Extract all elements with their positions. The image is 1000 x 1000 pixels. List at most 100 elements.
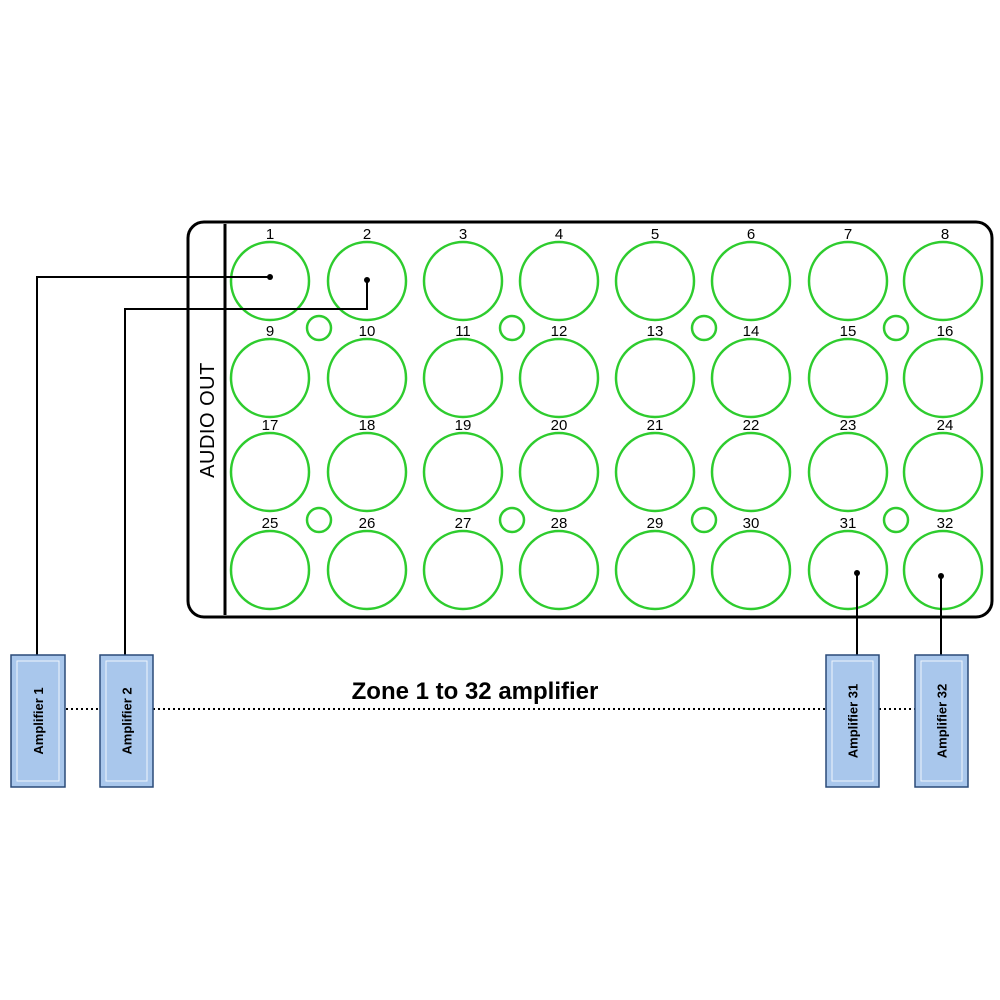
amplifier-label: Amplifier 32 xyxy=(935,684,950,758)
amplifier-31: Amplifier 31 xyxy=(825,654,880,788)
port-jack xyxy=(422,337,504,419)
port-12: 12 xyxy=(518,323,600,419)
port-number: 8 xyxy=(941,226,949,243)
port-jack xyxy=(614,337,696,419)
port-21: 21 xyxy=(614,417,696,513)
port-16: 16 xyxy=(902,323,984,419)
port-number: 5 xyxy=(651,226,659,243)
amplifier-body xyxy=(825,654,880,788)
port-14: 14 xyxy=(710,323,792,419)
port-jack xyxy=(326,431,408,513)
port-23: 23 xyxy=(807,417,889,513)
port-jack xyxy=(614,529,696,611)
port-13: 13 xyxy=(614,323,696,419)
port-jack xyxy=(902,529,984,611)
amplifiers: Amplifier 1 Amplifier 2 Amplifier 31 Amplif… xyxy=(10,654,969,788)
port-19: 19 xyxy=(422,417,504,513)
caption: Zone 1 to 32 amplifier xyxy=(352,678,599,705)
port-number: 2 xyxy=(363,226,371,243)
port-number: 15 xyxy=(840,323,857,340)
amplifier-body xyxy=(914,654,969,788)
port-number: 31 xyxy=(840,515,857,532)
mounting-hole xyxy=(498,314,526,342)
port-number: 25 xyxy=(262,515,279,532)
port-jack xyxy=(807,529,889,611)
port-24: 24 xyxy=(902,417,984,513)
port-number: 17 xyxy=(262,417,279,434)
wire-2 xyxy=(124,280,368,655)
port-jack xyxy=(422,240,504,322)
port-jack xyxy=(229,240,311,322)
wiring xyxy=(36,274,944,655)
port-jack xyxy=(710,337,792,419)
port-number: 10 xyxy=(359,323,376,340)
mounting-holes xyxy=(305,314,910,534)
port-number: 12 xyxy=(551,323,568,340)
amplifier-2: Amplifier 2 xyxy=(99,654,154,788)
port-number: 19 xyxy=(455,417,472,434)
port-number: 20 xyxy=(551,417,568,434)
port-6: 6 xyxy=(710,226,792,322)
port-jack xyxy=(518,431,600,513)
port-number: 21 xyxy=(647,417,664,434)
mounting-hole xyxy=(690,314,718,342)
port-jack xyxy=(422,529,504,611)
amplifier-bevel xyxy=(831,660,874,782)
port-number: 3 xyxy=(459,226,467,243)
port-number: 32 xyxy=(937,515,954,532)
wire-1 xyxy=(36,276,270,655)
port-jack xyxy=(229,431,311,513)
port-number: 24 xyxy=(937,417,954,434)
amplifier-1: Amplifier 1 xyxy=(10,654,66,788)
port-number: 11 xyxy=(455,323,471,340)
amplifier-bevel xyxy=(105,660,148,782)
port-number: 18 xyxy=(359,417,376,434)
port-7: 7 xyxy=(807,226,889,322)
port-number: 6 xyxy=(747,226,755,243)
port-9: 9 xyxy=(229,323,311,419)
port-jack xyxy=(710,529,792,611)
port-number: 29 xyxy=(647,515,664,532)
port-32: 32 xyxy=(902,515,984,611)
port-jack xyxy=(422,431,504,513)
port-jack xyxy=(518,529,600,611)
port-28: 28 xyxy=(518,515,600,611)
audio-out-panel xyxy=(186,220,994,619)
mounting-hole xyxy=(882,506,910,534)
port-jack xyxy=(710,431,792,513)
port-26: 26 xyxy=(326,515,408,611)
port-jack xyxy=(614,431,696,513)
port-jack xyxy=(807,240,889,322)
port-number: 1 xyxy=(266,226,274,243)
port-jack xyxy=(518,337,600,419)
panel-title: AUDIO OUT xyxy=(197,362,219,478)
mounting-hole xyxy=(305,506,333,534)
mounting-hole xyxy=(498,506,526,534)
port-jack xyxy=(229,337,311,419)
port-11: 11 xyxy=(422,323,504,419)
amplifier-body xyxy=(99,654,154,788)
wire-endpoint xyxy=(267,274,273,280)
port-18: 18 xyxy=(326,417,408,513)
port-number: 7 xyxy=(844,226,852,243)
port-jack xyxy=(902,337,984,419)
port-number: 22 xyxy=(743,417,760,434)
port-number: 14 xyxy=(743,323,760,340)
port-jack xyxy=(229,529,311,611)
port-3: 3 xyxy=(422,226,504,322)
port-number: 4 xyxy=(555,226,563,243)
port-22: 22 xyxy=(710,417,792,513)
port-30: 30 xyxy=(710,515,792,611)
port-jack xyxy=(807,431,889,513)
port-number: 30 xyxy=(743,515,760,532)
amplifier-label: Amplifier 31 xyxy=(846,684,861,758)
port-29: 29 xyxy=(614,515,696,611)
port-4: 4 xyxy=(518,226,600,322)
wire-endpoint xyxy=(364,277,370,283)
port-25: 25 xyxy=(229,515,311,611)
port-number: 27 xyxy=(455,515,472,532)
amplifier-label: Amplifier 1 xyxy=(31,687,46,754)
mounting-hole xyxy=(690,506,718,534)
caption-backdrop xyxy=(318,674,630,708)
